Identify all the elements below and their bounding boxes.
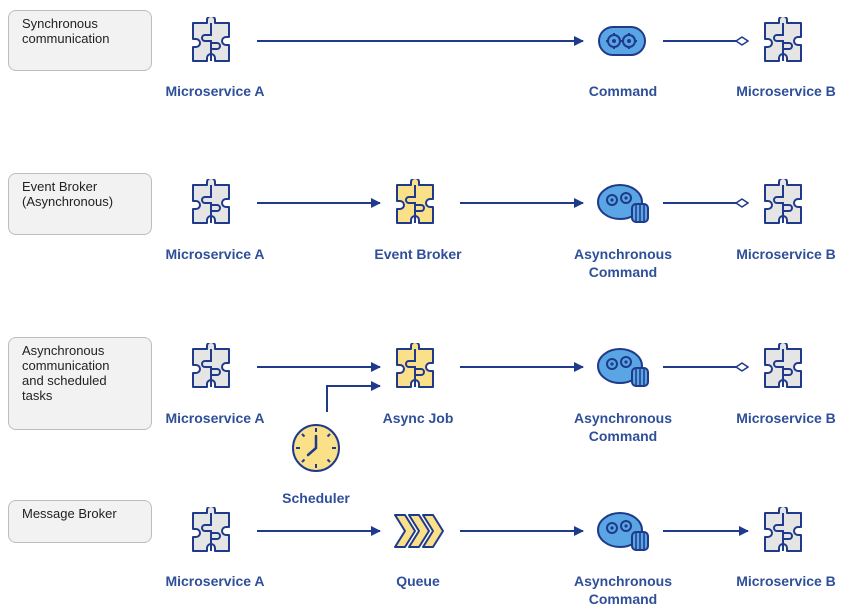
async-command-icon [597, 184, 649, 223]
node-label-command: Command [588, 83, 658, 99]
row-label-message-broker: Message Broker [8, 500, 152, 543]
node-label-microservice-a: Microservice A [165, 83, 265, 99]
node-label-async-command: Asynchronous Command [573, 573, 672, 607]
puzzle-icon [764, 179, 802, 224]
node-label-queue: Queue [396, 573, 440, 589]
node-label-microservice-a: Microservice A [165, 246, 265, 262]
queue-icon [394, 514, 444, 548]
node-label-microservice-b: Microservice B [736, 410, 836, 426]
clock-icon [291, 423, 341, 473]
row-label-async-scheduled: Asynchronous communication and scheduled… [8, 337, 152, 430]
node-label-microservice-b: Microservice B [736, 83, 836, 99]
puzzle-icon [192, 343, 230, 388]
puzzle-icon [396, 179, 434, 224]
puzzle-icon [192, 507, 230, 552]
command-icon [598, 26, 646, 56]
puzzle-icon [396, 343, 434, 388]
node-label-microservice-a: Microservice A [165, 573, 265, 589]
node-label-microservice-b: Microservice B [736, 573, 836, 589]
row-3-connectors [257, 362, 748, 412]
async-command-icon [597, 512, 649, 551]
puzzle-icon [192, 17, 230, 62]
puzzle-icon [764, 17, 802, 62]
puzzle-icon [764, 507, 802, 552]
row-label-event-broker: Event Broker (Asynchronous) [8, 173, 152, 235]
async-command-icon [597, 348, 649, 387]
node-label-async-job: Async Job [382, 410, 454, 426]
node-label-microservice-a: Microservice A [165, 410, 265, 426]
node-label-async-command: Asynchronous Command [573, 246, 672, 280]
puzzle-icon [192, 179, 230, 224]
node-label-event-broker: Event Broker [374, 246, 462, 262]
puzzle-icon [764, 343, 802, 388]
row-label-synchronous: Synchronous communication [8, 10, 152, 71]
node-label-async-command: Asynchronous Command [573, 410, 672, 444]
node-label-microservice-b: Microservice B [736, 246, 836, 262]
node-label-scheduler: Scheduler [282, 490, 350, 506]
